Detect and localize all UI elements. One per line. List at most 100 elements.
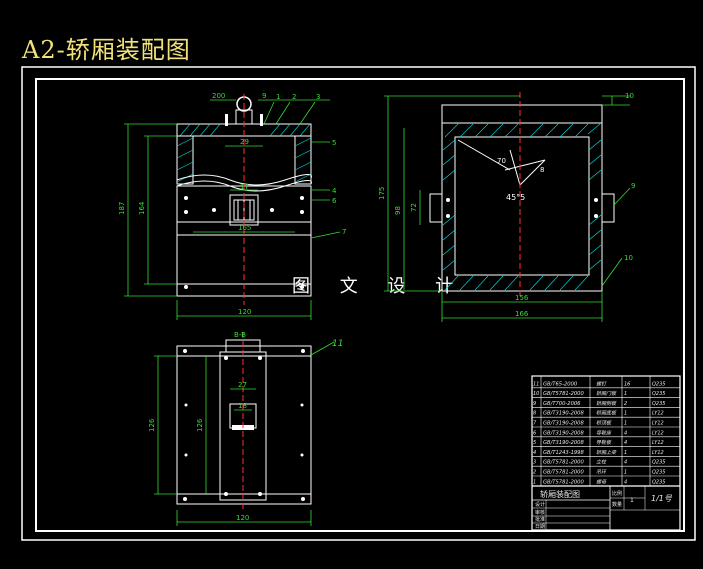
tb-check: 审核	[535, 509, 545, 516]
parts-cell-no: 9	[533, 401, 536, 407]
plan-label-11: 11	[332, 339, 343, 349]
parts-cell-no: 7	[533, 421, 537, 427]
front-dim-165: 165	[238, 224, 251, 232]
parts-cell-code: GB/T5781-2000	[543, 479, 584, 485]
parts-cell-qty: 1	[624, 411, 627, 417]
parts-cell-name: 轿厢底板	[596, 410, 617, 417]
parts-cell-no: 6	[533, 430, 536, 436]
parts-cell-no: 8	[533, 411, 536, 417]
plan-dim-w-bottom: 120	[236, 514, 249, 522]
parts-cell-code: GB/T5781-2000	[543, 470, 584, 476]
tb-scale-label: 比例	[612, 490, 622, 497]
side-label-70: 70	[497, 157, 506, 165]
parts-cell-mat: LY12	[652, 440, 664, 446]
inner-frame	[35, 78, 685, 532]
parts-cell-mat: Q235	[652, 460, 665, 466]
tb-drawing-name: 轿厢装配图	[540, 489, 580, 499]
parts-cell-qty: 4	[624, 460, 627, 466]
side-label-9: 9	[631, 182, 635, 190]
parts-cell-no: 10	[533, 391, 539, 397]
front-dim-height-outer: 187	[118, 202, 126, 215]
side-dim-w-inner: 156	[515, 294, 529, 302]
outer-frame	[21, 66, 696, 541]
side-inner	[454, 136, 590, 276]
tb-approve: 批准	[535, 516, 545, 523]
parts-cell-mat: LY12	[652, 450, 664, 456]
front-dim-top-b: 9	[262, 92, 266, 100]
parts-cell-name: 轿厢侧板	[596, 400, 617, 407]
front-dim-width: 120	[238, 308, 251, 316]
parts-cell-qty: 16	[624, 381, 630, 387]
parts-cell-mat: LY12	[652, 411, 664, 417]
parts-cell-name: 螺母	[596, 478, 607, 485]
front-dim-top-a: 200	[212, 92, 225, 100]
tb-scale: 1	[630, 497, 634, 504]
tb-sheet: 1/1号	[651, 494, 673, 503]
parts-cell-qty: 1	[624, 421, 627, 427]
parts-cell-code: GB/T3190-2008	[543, 430, 584, 436]
side-dim-h-mid: 98	[394, 206, 402, 215]
parts-cell-code: GB/T3190-2008	[543, 421, 584, 427]
plan-view: B-B 27 18 126 126 120 11	[148, 331, 343, 526]
drawing-title: A2-轿厢装配图	[22, 36, 191, 64]
side-dim-w-outer: 166	[515, 310, 529, 318]
parts-cell-mat: LY12	[652, 421, 664, 427]
parts-cell-mat: Q235	[652, 381, 665, 387]
side-label-8: 8	[540, 166, 544, 174]
front-dim-17: 17	[240, 183, 249, 191]
parts-cell-code: GB/T3190-2008	[543, 411, 584, 417]
side-dim-h-outer: 175	[378, 187, 386, 200]
parts-cell-code: GB/T65-2000	[543, 381, 578, 387]
front-label-4: 4	[332, 187, 337, 195]
front-label-2: 2	[292, 93, 296, 101]
parts-cell-qty: 1	[624, 470, 627, 476]
front-label-3: 3	[316, 93, 320, 101]
parts-cell-qty: 1	[624, 450, 627, 456]
parts-cell-mat: LY12	[652, 430, 664, 436]
front-top-hatch	[179, 123, 311, 137]
parts-cell-no: 4	[533, 450, 536, 456]
parts-cell-qty: 1	[624, 391, 627, 397]
parts-cell-no: 3	[533, 460, 536, 466]
parts-cell-name: 轿厢门板	[596, 390, 617, 397]
parts-cell-name: 立柱	[596, 459, 607, 466]
front-dim-29: 29	[240, 138, 249, 146]
parts-cell-name: 导靴板	[596, 439, 612, 446]
side-outer	[441, 122, 603, 292]
parts-cell-mat: Q235	[652, 401, 665, 407]
side-angle: 45°5	[506, 193, 525, 202]
parts-cell-code: GB/T700-2006	[543, 401, 581, 407]
side-label-10: 10	[624, 254, 633, 262]
front-view: 187 164 120 29 17 165 200 9 1 2 3 5 4 6 …	[118, 92, 346, 320]
parts-cell-code: GB/T5781-2000	[543, 460, 584, 466]
front-label-5: 5	[332, 139, 336, 147]
parts-cell-name: 吊环	[596, 470, 607, 476]
parts-cell-mat: Q235	[652, 470, 665, 476]
side-view: 175 98 72 156 166 10 45°5 70 8 9 10	[378, 92, 635, 322]
parts-cell-mat: Q235	[652, 391, 665, 397]
front-label-6: 6	[332, 197, 337, 205]
tb-qty-label: 数量	[612, 501, 622, 508]
parts-cell-qty: 2	[624, 401, 627, 407]
plan-label-bb: B-B	[234, 331, 246, 339]
parts-cell-name: 轿顶板	[596, 420, 612, 427]
plan-dim-h-inner: 126	[196, 418, 204, 432]
parts-cell-name: 轿厢上梁	[596, 449, 617, 456]
side-dim-h-small: 72	[410, 203, 418, 212]
front-dim-height-inner: 164	[138, 201, 146, 215]
parts-cell-no: 5	[533, 440, 536, 446]
front-label-7: 7	[342, 228, 346, 236]
parts-cell-no: 2	[533, 470, 536, 476]
side-dim-top: 10	[625, 92, 634, 100]
parts-cell-code: GB/T3190-2008	[543, 440, 584, 446]
plan-dim-27: 27	[238, 381, 247, 389]
parts-cell-name: 螺钉	[596, 380, 607, 387]
parts-cell-name: 导靴座	[596, 429, 612, 436]
watermark-text: 图 文 设 计	[292, 276, 466, 297]
parts-cell-mat: Q235	[652, 479, 665, 485]
parts-cell-no: 1	[533, 479, 536, 485]
parts-cell-code: GB/T5781-2000	[543, 391, 584, 397]
plan-dim-18: 18	[238, 402, 247, 410]
